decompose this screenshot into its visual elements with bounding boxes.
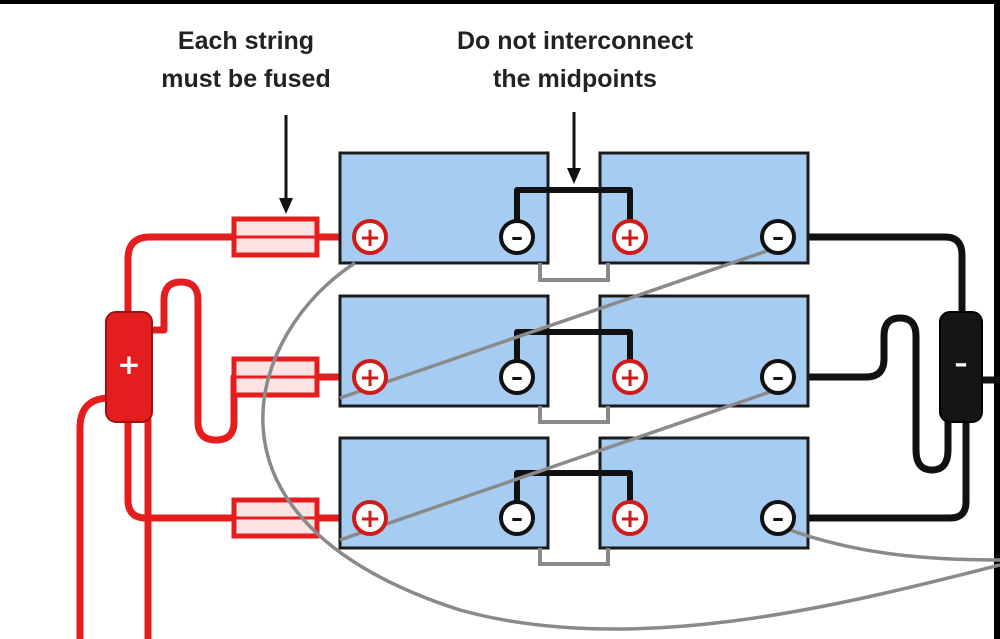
midpoint-strap-2: [538, 406, 610, 424]
positive-busbar-body: [105, 311, 153, 423]
terminal-sign: –: [511, 504, 523, 532]
terminal-sign: –: [772, 223, 784, 251]
positive-busbar-symbol: +: [117, 348, 140, 381]
positive-busbar: +: [105, 311, 153, 423]
terminal-positive-2-a: +: [352, 359, 388, 395]
balancing-wire-2: [339, 383, 791, 542]
frame-right-border: [994, 0, 1000, 639]
terminal-positive-1-b: +: [612, 219, 648, 255]
terminal-sign: +: [619, 363, 641, 393]
negative-busbar-body: [939, 311, 983, 423]
batteries: [338, 151, 810, 550]
callout-fuse-line-2: must be fused: [161, 65, 331, 93]
balancing-wire-outer: [261, 261, 1000, 631]
negative-terminals: – – – – – –: [499, 219, 796, 536]
terminal-positive-2-b: +: [612, 359, 648, 395]
series-link-string-1: [514, 187, 633, 222]
arrow-to-fuse: [279, 115, 293, 214]
midpoint-strap-1: [538, 263, 610, 282]
positive-wire-string-3: [124, 416, 238, 522]
terminal-positive-3-a: +: [352, 500, 388, 536]
series-links: [514, 187, 633, 503]
negative-wire-string-1: [786, 233, 966, 320]
arrow-to-midpoint-link: [567, 112, 581, 184]
positive-main-cable: [76, 394, 114, 639]
terminal-sign: +: [619, 504, 641, 534]
series-link-string-3: [514, 470, 633, 503]
positive-wire-string-1: [124, 233, 238, 322]
positive-terminals: + + + + + +: [352, 219, 648, 536]
callout-no-midpoint-interconnect: Do not interconnect the midpoints: [420, 22, 730, 98]
negative-busbar: –: [939, 311, 983, 423]
terminal-negative-2-a: –: [499, 359, 535, 395]
terminal-negative-2-b: –: [760, 359, 796, 395]
balancing-wires: [261, 241, 1000, 631]
balancing-wire-right: [789, 528, 1000, 562]
callout-each-string-fused: Each string must be fused: [140, 22, 352, 98]
negative-wire-string-3: [786, 416, 970, 522]
terminal-negative-3-b: –: [760, 500, 796, 536]
negative-wiring: [786, 233, 1000, 522]
terminal-sign: +: [619, 223, 641, 253]
terminal-negative-3-a: –: [499, 500, 535, 536]
balancing-wire-1: [339, 241, 791, 400]
midpoint-straps: [538, 263, 610, 566]
negative-wire-string-2: [786, 314, 952, 474]
terminal-sign: –: [511, 363, 523, 391]
terminal-positive-3-b: +: [612, 500, 648, 536]
terminal-sign: +: [359, 504, 381, 534]
negative-busbar-symbol: –: [955, 349, 968, 379]
positive-wire-string-2: [146, 278, 238, 444]
terminal-negative-1-a: –: [499, 219, 535, 255]
terminal-negative-1-b: –: [760, 219, 796, 255]
terminal-sign: –: [772, 363, 784, 391]
terminal-sign: –: [772, 504, 784, 532]
midpoint-strap-3: [538, 548, 610, 566]
callout-fuse-line-1: Each string: [177, 27, 315, 55]
series-link-string-2: [514, 329, 633, 362]
callout-mid-line-2: the midpoints: [493, 65, 657, 93]
terminal-sign: +: [359, 363, 381, 393]
terminal-sign: –: [511, 223, 523, 251]
callout-arrows: [279, 112, 581, 214]
terminal-positive-1-a: +: [352, 219, 388, 255]
terminal-sign: +: [359, 223, 381, 253]
frame-top-border: [0, 0, 1000, 4]
callout-mid-line-1: Do not interconnect: [456, 27, 694, 55]
